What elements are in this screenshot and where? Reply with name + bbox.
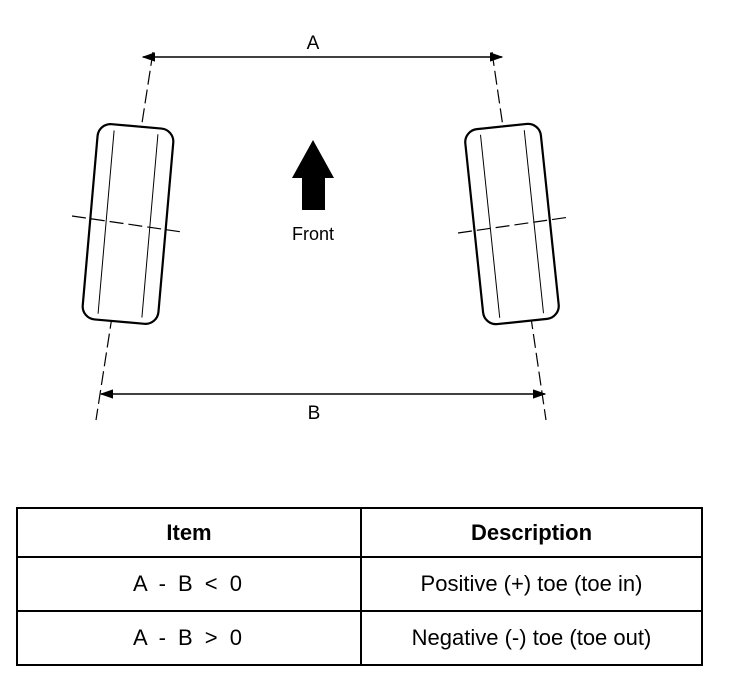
- header-item: Item: [16, 507, 362, 558]
- left-wheel-centerline: [95, 51, 154, 421]
- toe-diagram: A B Front: [71, 33, 571, 424]
- table-header-row: Item Description: [16, 507, 703, 558]
- table-row: A - B > 0 Negative (-) toe (toe out): [16, 610, 703, 666]
- dimension-b-label: B: [308, 403, 321, 424]
- row-item: A - B > 0: [16, 610, 362, 666]
- row-description: Negative (-) toe (toe out): [360, 610, 703, 666]
- right-tire: [464, 122, 560, 326]
- front-label: Front: [292, 224, 334, 244]
- right-wheel-centerline: [491, 51, 547, 421]
- front-arrow-icon: [292, 140, 334, 210]
- table-row: A - B < 0 Positive (+) toe (toe in): [16, 556, 703, 612]
- left-tire: [81, 123, 175, 325]
- row-description: Positive (+) toe (toe in): [360, 556, 703, 612]
- dimension-a-label: A: [307, 33, 320, 54]
- row-item: A - B < 0: [16, 556, 362, 612]
- toe-table: Item Description A - B < 0 Positive (+) …: [16, 507, 703, 666]
- header-description: Description: [360, 507, 703, 558]
